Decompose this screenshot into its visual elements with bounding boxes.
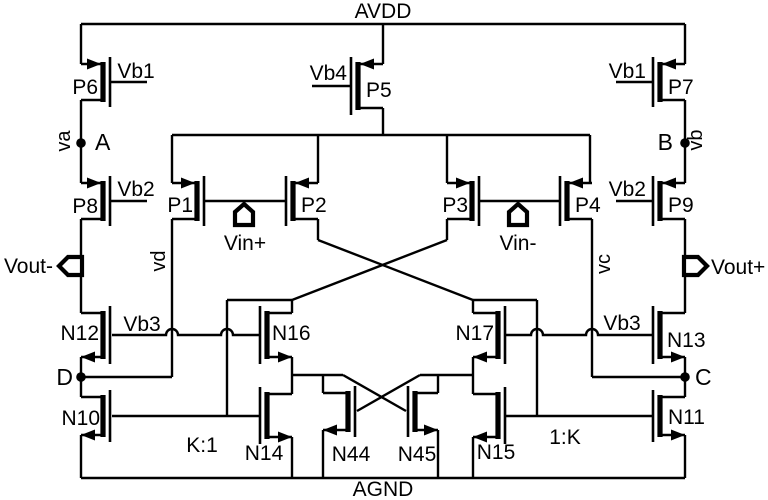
transistor-n14 xyxy=(258,387,292,444)
net-label-vb: vb xyxy=(685,129,707,150)
pmos-arrow-icon xyxy=(181,177,195,189)
node-label-c: C xyxy=(695,364,712,390)
wire xyxy=(356,373,421,413)
device-label-n17: N17 xyxy=(455,322,494,345)
wire xyxy=(342,373,407,413)
transistor-n12 xyxy=(81,306,112,364)
transistor-p6 xyxy=(81,57,147,107)
port-label-vin-plus: Vin+ xyxy=(224,232,266,255)
nmos-arrow-icon xyxy=(671,429,685,441)
pmos-arrow-icon xyxy=(87,58,101,70)
bias-label-vb3-right: Vb3 xyxy=(603,312,640,335)
port-vin-minus-icon xyxy=(506,201,530,228)
rail-label-avdd: AVDD xyxy=(355,0,412,23)
transistor-n45 xyxy=(406,386,438,437)
transistor-p3 xyxy=(447,176,481,226)
bias-label-vb2-p8: Vb2 xyxy=(117,178,154,201)
pmos-arrow-icon xyxy=(662,177,676,189)
device-label-p7: P7 xyxy=(668,76,694,99)
pmos-arrow-icon xyxy=(569,177,583,189)
device-label-n12: N12 xyxy=(60,322,99,345)
port-vout-plus-icon xyxy=(681,254,710,278)
nmos-arrow-icon xyxy=(323,424,337,436)
device-label-n11: N11 xyxy=(668,406,705,429)
transistor-n44 xyxy=(323,386,357,437)
node-dot-a xyxy=(76,138,86,148)
node-dot-b xyxy=(680,138,690,148)
nmos-arrow-icon xyxy=(278,351,292,363)
port-label-vin-minus: Vin- xyxy=(500,232,537,255)
transistor-n16 xyxy=(258,306,292,364)
nmos-arrow-icon xyxy=(81,351,95,363)
ratio-label-right: 1:K xyxy=(549,426,581,449)
device-label-n13: N13 xyxy=(667,329,706,352)
wire xyxy=(112,327,260,337)
bias-label-vb2-p9: Vb2 xyxy=(609,178,646,201)
device-label-n14: N14 xyxy=(245,442,284,465)
node-label-d: D xyxy=(56,364,73,390)
nmos-arrow-icon xyxy=(473,351,487,363)
device-label-n44: N44 xyxy=(332,443,371,466)
nmos-arrow-icon xyxy=(81,429,95,441)
rail-label-agnd: AGND xyxy=(353,478,414,500)
device-label-p3: P3 xyxy=(442,194,468,217)
device-label-n15: N15 xyxy=(477,441,516,464)
transistor-n11 xyxy=(651,390,685,442)
nmos-arrow-icon xyxy=(278,431,292,443)
nmos-arrow-icon xyxy=(473,431,487,443)
bias-label-vb1-p6: Vb1 xyxy=(117,60,154,83)
device-label-p5: P5 xyxy=(366,79,392,102)
net-label-vd: vd xyxy=(148,250,170,271)
device-label-p9: P9 xyxy=(668,194,694,217)
transistor-n15 xyxy=(473,387,507,444)
pmos-arrow-icon xyxy=(662,58,676,70)
transistor-p8 xyxy=(81,176,147,226)
ratio-label-left: K:1 xyxy=(186,434,218,457)
wire xyxy=(291,238,448,302)
net-label-va: va xyxy=(53,130,75,152)
port-vin-plus-icon xyxy=(232,201,256,228)
node-dot-c xyxy=(680,372,690,382)
device-label-n16: N16 xyxy=(272,322,311,345)
device-label-n10: N10 xyxy=(61,407,100,430)
wire xyxy=(505,327,653,337)
net-label-vc: vc xyxy=(593,254,615,274)
port-vout-minus-icon xyxy=(56,254,85,278)
transistor-p5 xyxy=(312,57,383,115)
transistor-p4 xyxy=(558,176,592,226)
device-label-p6: P6 xyxy=(72,76,98,99)
transistor-n13 xyxy=(651,306,685,364)
wire xyxy=(317,238,474,302)
nmos-arrow-icon xyxy=(671,351,685,363)
transistor-n10 xyxy=(81,390,112,442)
pmos-arrow-icon xyxy=(87,177,101,189)
device-label-n45: N45 xyxy=(398,443,437,466)
node-label-a: A xyxy=(95,129,111,155)
transistor-p2 xyxy=(284,176,318,226)
bias-label-vb4-p5: Vb4 xyxy=(310,62,348,85)
nmos-arrow-icon xyxy=(424,424,438,436)
bias-label-vb3-left: Vb3 xyxy=(123,313,160,336)
pmos-arrow-icon xyxy=(456,177,470,189)
port-label-vout-minus: Vout- xyxy=(4,255,53,278)
port-label-vout-plus: Vout+ xyxy=(711,256,765,279)
device-label-p1: P1 xyxy=(167,194,193,217)
wires xyxy=(79,22,687,480)
device-label-p2: P2 xyxy=(301,194,327,217)
device-label-p4: P4 xyxy=(575,194,601,217)
node-dot-d xyxy=(76,372,86,382)
transistor-p9 xyxy=(616,176,685,226)
transistor-n17 xyxy=(473,306,507,364)
bias-label-vb1-p7: Vb1 xyxy=(609,60,646,83)
node-label-b: B xyxy=(658,129,673,155)
pmos-arrow-icon xyxy=(360,58,374,70)
transistor-p1 xyxy=(172,176,206,226)
pmos-arrow-icon xyxy=(295,177,309,189)
device-label-p8: P8 xyxy=(72,195,98,218)
transistor-p7 xyxy=(616,57,685,107)
